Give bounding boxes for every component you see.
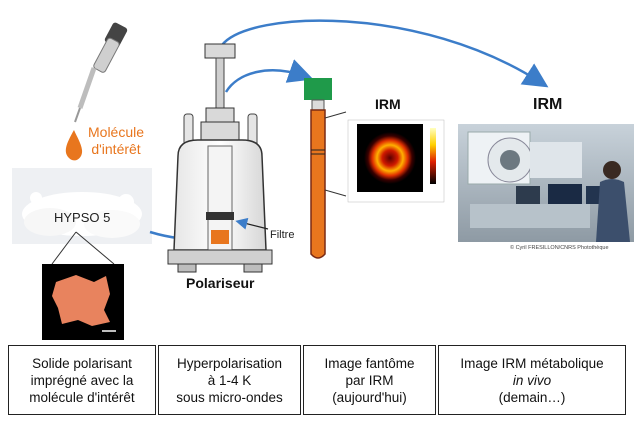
irm-label-large: IRM bbox=[533, 96, 563, 113]
pipette-icon bbox=[74, 22, 128, 123]
filter-pointer bbox=[235, 217, 269, 230]
hypso-label: HYPSO 5 bbox=[54, 210, 111, 225]
caption-box-phantom-line1: Image fantôme bbox=[324, 355, 415, 371]
irm-label-small: IRM bbox=[375, 96, 401, 112]
caption-box-solid-line1: Solide polarisant bbox=[32, 355, 132, 371]
microscope-image bbox=[42, 264, 124, 340]
caption-box-hyperpolarisation-line2: à 1-4 K bbox=[207, 372, 252, 388]
caption-box-metabolic-line2: in vivo bbox=[512, 372, 552, 388]
mri-room-photo bbox=[458, 124, 634, 242]
caption-box-phantom-line3: (aujourd'hui) bbox=[332, 389, 407, 405]
arrow-polariser-to-irm bbox=[221, 19, 549, 88]
caption-box-solid-line2: imprégné avec la bbox=[30, 372, 134, 388]
molecule-label-line2: d'intérêt bbox=[91, 141, 141, 157]
caption-box-metabolic-line1: Image IRM métabolique bbox=[460, 355, 604, 371]
arrow-polariser-to-tube bbox=[224, 59, 314, 93]
caption-box-hyperpolarisation: Hyperpolarisation à 1-4 K sous micro-ond… bbox=[158, 345, 301, 415]
caption-box-phantom: Image fantôme par IRM (aujourd'hui) bbox=[303, 345, 436, 415]
caption-box-hyperpolarisation-line1: Hyperpolarisation bbox=[176, 355, 283, 371]
powder-photo bbox=[12, 168, 152, 244]
molecule-label: Molécule d'intérêt bbox=[88, 124, 144, 158]
polariseur-label: Polariseur bbox=[186, 275, 255, 291]
photo-credit: © Cyril FRESILLON/CNRS Photothèque bbox=[510, 245, 609, 251]
sample-tube bbox=[304, 78, 332, 259]
caption-box-metabolic: Image IRM métabolique in vivo (demain…) bbox=[438, 345, 626, 415]
polariser-apparatus bbox=[167, 43, 273, 273]
caption-box-solid: Solide polarisant imprégné avec la moléc… bbox=[8, 345, 156, 415]
filtre-label: Filtre bbox=[270, 229, 295, 241]
caption-box-phantom-line2: par IRM bbox=[345, 372, 394, 388]
molecule-label-line1: Molécule bbox=[88, 124, 145, 140]
droplet-icon bbox=[65, 130, 83, 161]
caption-box-solid-line3: molécule d'intérêt bbox=[29, 389, 135, 405]
caption-box-hyperpolarisation-line3: sous micro-ondes bbox=[176, 389, 283, 405]
caption-box-metabolic-line3: (demain…) bbox=[498, 389, 566, 405]
mri-phantom-image bbox=[347, 119, 445, 203]
